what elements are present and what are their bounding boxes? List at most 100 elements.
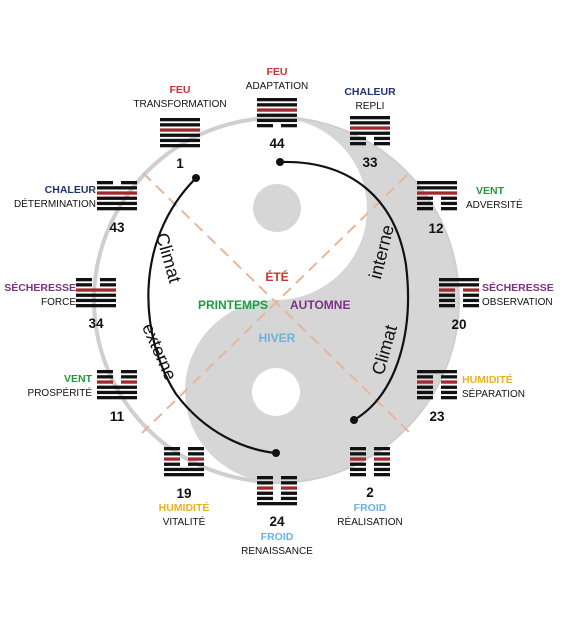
hexagram-44 <box>257 98 297 128</box>
hexagram-line <box>417 380 433 384</box>
hexagram-line <box>350 131 390 135</box>
hexagram-line <box>439 288 455 292</box>
hexagram-line <box>160 133 200 137</box>
h23-subtitle: SÉPARATION <box>462 389 525 400</box>
hexagram-line <box>374 447 390 451</box>
hexagram-line <box>417 191 457 195</box>
hexagram-line <box>441 375 457 379</box>
hexagram-line <box>160 118 200 122</box>
h44-element: FEU <box>266 66 288 78</box>
h44-subtitle: ADAPTATION <box>245 81 309 92</box>
hexagram-line <box>188 452 204 456</box>
hexagram-line <box>439 283 479 287</box>
hexagram-line <box>97 380 113 384</box>
hexagram-line <box>374 457 390 461</box>
hexagram-line <box>257 481 273 485</box>
hexagram-line <box>97 385 137 389</box>
hexagram-line <box>374 462 390 466</box>
hexagram-line <box>417 375 433 379</box>
external-arc-dot-start <box>192 174 200 182</box>
external-arc-dot-end <box>272 449 280 457</box>
hexagram-line <box>417 370 457 374</box>
hexagram-line <box>350 447 366 451</box>
hexagram-line <box>257 98 297 102</box>
external-climate-arc <box>147 177 277 455</box>
h19-number: 19 <box>176 486 192 501</box>
hexagram-line <box>257 113 297 117</box>
hexagram-line <box>160 138 200 143</box>
h33-subtitle: REPLI <box>355 101 385 112</box>
h2-number: 2 <box>366 485 374 500</box>
hexagram-34 <box>76 278 116 308</box>
hexagram-2 <box>350 447 390 477</box>
diagonal-dash-2 <box>141 174 408 434</box>
hexagram-line <box>441 207 457 211</box>
h23-element: HUMIDITÉ <box>462 374 513 386</box>
hexagram-23 <box>417 370 457 400</box>
hexagram-line <box>121 370 137 374</box>
h34-element: SÉCHERESSE <box>4 282 76 294</box>
hexagram-line <box>374 136 390 141</box>
hexagram-line <box>97 370 113 374</box>
h19-subtitle: VITALITÉ <box>162 517 206 528</box>
hexagram-line <box>417 396 433 400</box>
hexagram-line <box>441 385 457 389</box>
hexagram-line <box>439 298 455 303</box>
hexagram-line <box>463 298 479 303</box>
hexagram-line <box>164 467 204 472</box>
hexagram-line <box>350 126 390 130</box>
yang-dot <box>253 184 301 232</box>
h20-subtitle: OBSERVATION <box>482 297 553 308</box>
hexagram-line <box>257 103 297 107</box>
hexagram-11 <box>97 370 137 400</box>
hexagram-line <box>257 124 273 128</box>
hexagram-line <box>439 278 479 282</box>
h24-element: FROID <box>260 531 294 543</box>
hexagram-line <box>164 462 180 466</box>
hexagram-line <box>374 473 390 477</box>
hexagram-line <box>439 293 455 297</box>
hexagram-line <box>350 457 366 461</box>
hexagram-line <box>100 278 116 282</box>
hexagram-line <box>97 186 137 190</box>
h2-element: FROID <box>353 502 387 514</box>
h43-subtitle: DÉTERMINATION <box>13 199 96 210</box>
h12-subtitle: ADVERSITÉ <box>466 200 523 211</box>
hexagram-line <box>257 496 273 501</box>
hexagram-line <box>257 476 273 480</box>
hexagram-line <box>97 396 137 400</box>
hexagram-line <box>97 207 137 211</box>
hexagram-line <box>441 390 457 395</box>
h24-subtitle: RENAISSANCE <box>241 546 313 557</box>
hexagram-19 <box>164 447 204 477</box>
hexagram-line <box>417 385 433 389</box>
hexagram-line <box>281 496 297 501</box>
h1-number: 1 <box>176 156 184 171</box>
hexagram-line <box>164 473 204 477</box>
h33-number: 33 <box>362 155 378 170</box>
season-printemps: PRINTEMPS <box>198 298 269 312</box>
h43-element: CHALEUR <box>44 184 96 196</box>
hexagram-line <box>76 288 116 292</box>
hexagram-line <box>97 390 137 395</box>
hexagram-line <box>350 473 366 477</box>
h1-element: FEU <box>169 84 191 96</box>
hexagram-line <box>374 467 390 472</box>
hexagram-line <box>281 486 297 490</box>
hexagram-line <box>188 447 204 451</box>
h20-element: SÉCHERESSE <box>482 282 554 294</box>
hexagram-line <box>350 136 366 141</box>
hexagram-line <box>417 181 457 185</box>
hexagram-line <box>257 108 297 112</box>
hexagram-line <box>257 486 273 490</box>
hexagram-line <box>417 201 433 206</box>
hexagram-1 <box>160 118 200 148</box>
hexagram-line <box>374 452 390 456</box>
hexagram-line <box>188 462 204 466</box>
hexagram-line <box>160 123 200 127</box>
hexagram-line <box>164 447 180 451</box>
hexagram-line <box>76 278 92 282</box>
hexagram-line <box>463 288 479 292</box>
h2-subtitle: RÉALISATION <box>337 517 403 528</box>
